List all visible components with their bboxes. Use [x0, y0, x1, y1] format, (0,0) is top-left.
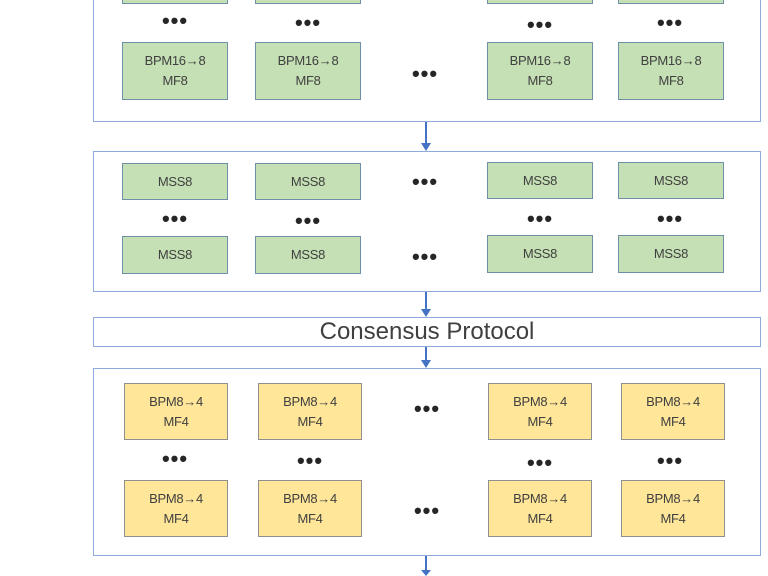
arrow-consensus-to-bpm8 — [421, 347, 431, 368]
mss8-box: MSS8 — [487, 162, 593, 199]
bpm8-box-line2: MF4 — [297, 413, 323, 429]
bpm8-box-line1: BPM8→4 — [646, 393, 700, 409]
ellipsis: ••• — [161, 206, 189, 231]
bpm8-box-line1: BPM8→4 — [283, 393, 337, 409]
bpm8-box-line2: MF4 — [660, 510, 686, 526]
arrow-mss-to-consensus — [421, 292, 431, 317]
ellipsis: ••• — [411, 61, 439, 86]
arrow-top-to-mss — [421, 122, 431, 151]
bpm8-box-line2: MF4 — [163, 413, 189, 429]
bpm16-box-partial — [487, 0, 593, 4]
ellipsis: ••• — [161, 446, 189, 471]
bpm8-box-line1: BPM8→4 — [283, 490, 337, 506]
ellipsis: ••• — [656, 206, 684, 231]
mss8-box: MSS8 — [618, 235, 724, 273]
bpm8-box-line1: BPM8→4 — [646, 490, 700, 506]
ellipsis: ••• — [656, 10, 684, 35]
bpm8-box-line1: BPM8→4 — [513, 490, 567, 506]
bpm16-box-line1: BPM16→8 — [509, 53, 571, 68]
bpm16-box-partial — [255, 0, 361, 4]
bpm8-box-line1: BPM8→4 — [149, 490, 203, 506]
ellipsis: ••• — [161, 8, 189, 33]
ellipsis: ••• — [294, 10, 322, 35]
bpm8-box-line2: MF4 — [660, 413, 686, 429]
bpm8-box-line2: MF4 — [527, 510, 553, 526]
mss8-box: MSS8 — [122, 236, 228, 274]
bpm16-box-line2: MF8 — [527, 73, 553, 88]
mss8-box: MSS8 — [122, 163, 228, 200]
ellipsis: ••• — [296, 448, 324, 473]
ellipsis: ••• — [411, 169, 439, 194]
mss8-box: MSS8 — [487, 235, 593, 273]
consensus-protocol-box: Consensus Protocol — [93, 317, 761, 347]
ellipsis: ••• — [411, 244, 439, 269]
bpm16-box-partial — [122, 0, 228, 4]
bpm16-box-partial — [618, 0, 724, 4]
ellipsis: ••• — [526, 12, 554, 37]
ellipsis: ••• — [413, 396, 441, 421]
ellipsis: ••• — [413, 498, 441, 523]
mss8-box: MSS8 — [255, 236, 361, 274]
bpm16-box-line1: BPM16→8 — [277, 53, 339, 68]
bpm8-box-line1: BPM8→4 — [149, 393, 203, 409]
bpm16-box-line2: MF8 — [658, 73, 684, 88]
arrow-bpm8-out — [421, 556, 431, 576]
mss8-box: MSS8 — [255, 163, 361, 200]
bpm16-box-line1: BPM16→8 — [144, 53, 206, 68]
bpm8-box-line2: MF4 — [297, 510, 323, 526]
bpm16-box-line2: MF8 — [162, 73, 188, 88]
bpm8-box-line2: MF4 — [163, 510, 189, 526]
bpm16-box-line2: MF8 — [295, 73, 321, 88]
ellipsis: ••• — [526, 206, 554, 231]
ellipsis: ••• — [294, 208, 322, 233]
bpm8-box-line1: BPM8→4 — [513, 393, 567, 409]
mss8-box: MSS8 — [618, 162, 724, 199]
bpm16-box-line1: BPM16→8 — [640, 53, 702, 68]
ellipsis: ••• — [656, 448, 684, 473]
bpm8-box-line2: MF4 — [527, 413, 553, 429]
ellipsis: ••• — [526, 450, 554, 475]
